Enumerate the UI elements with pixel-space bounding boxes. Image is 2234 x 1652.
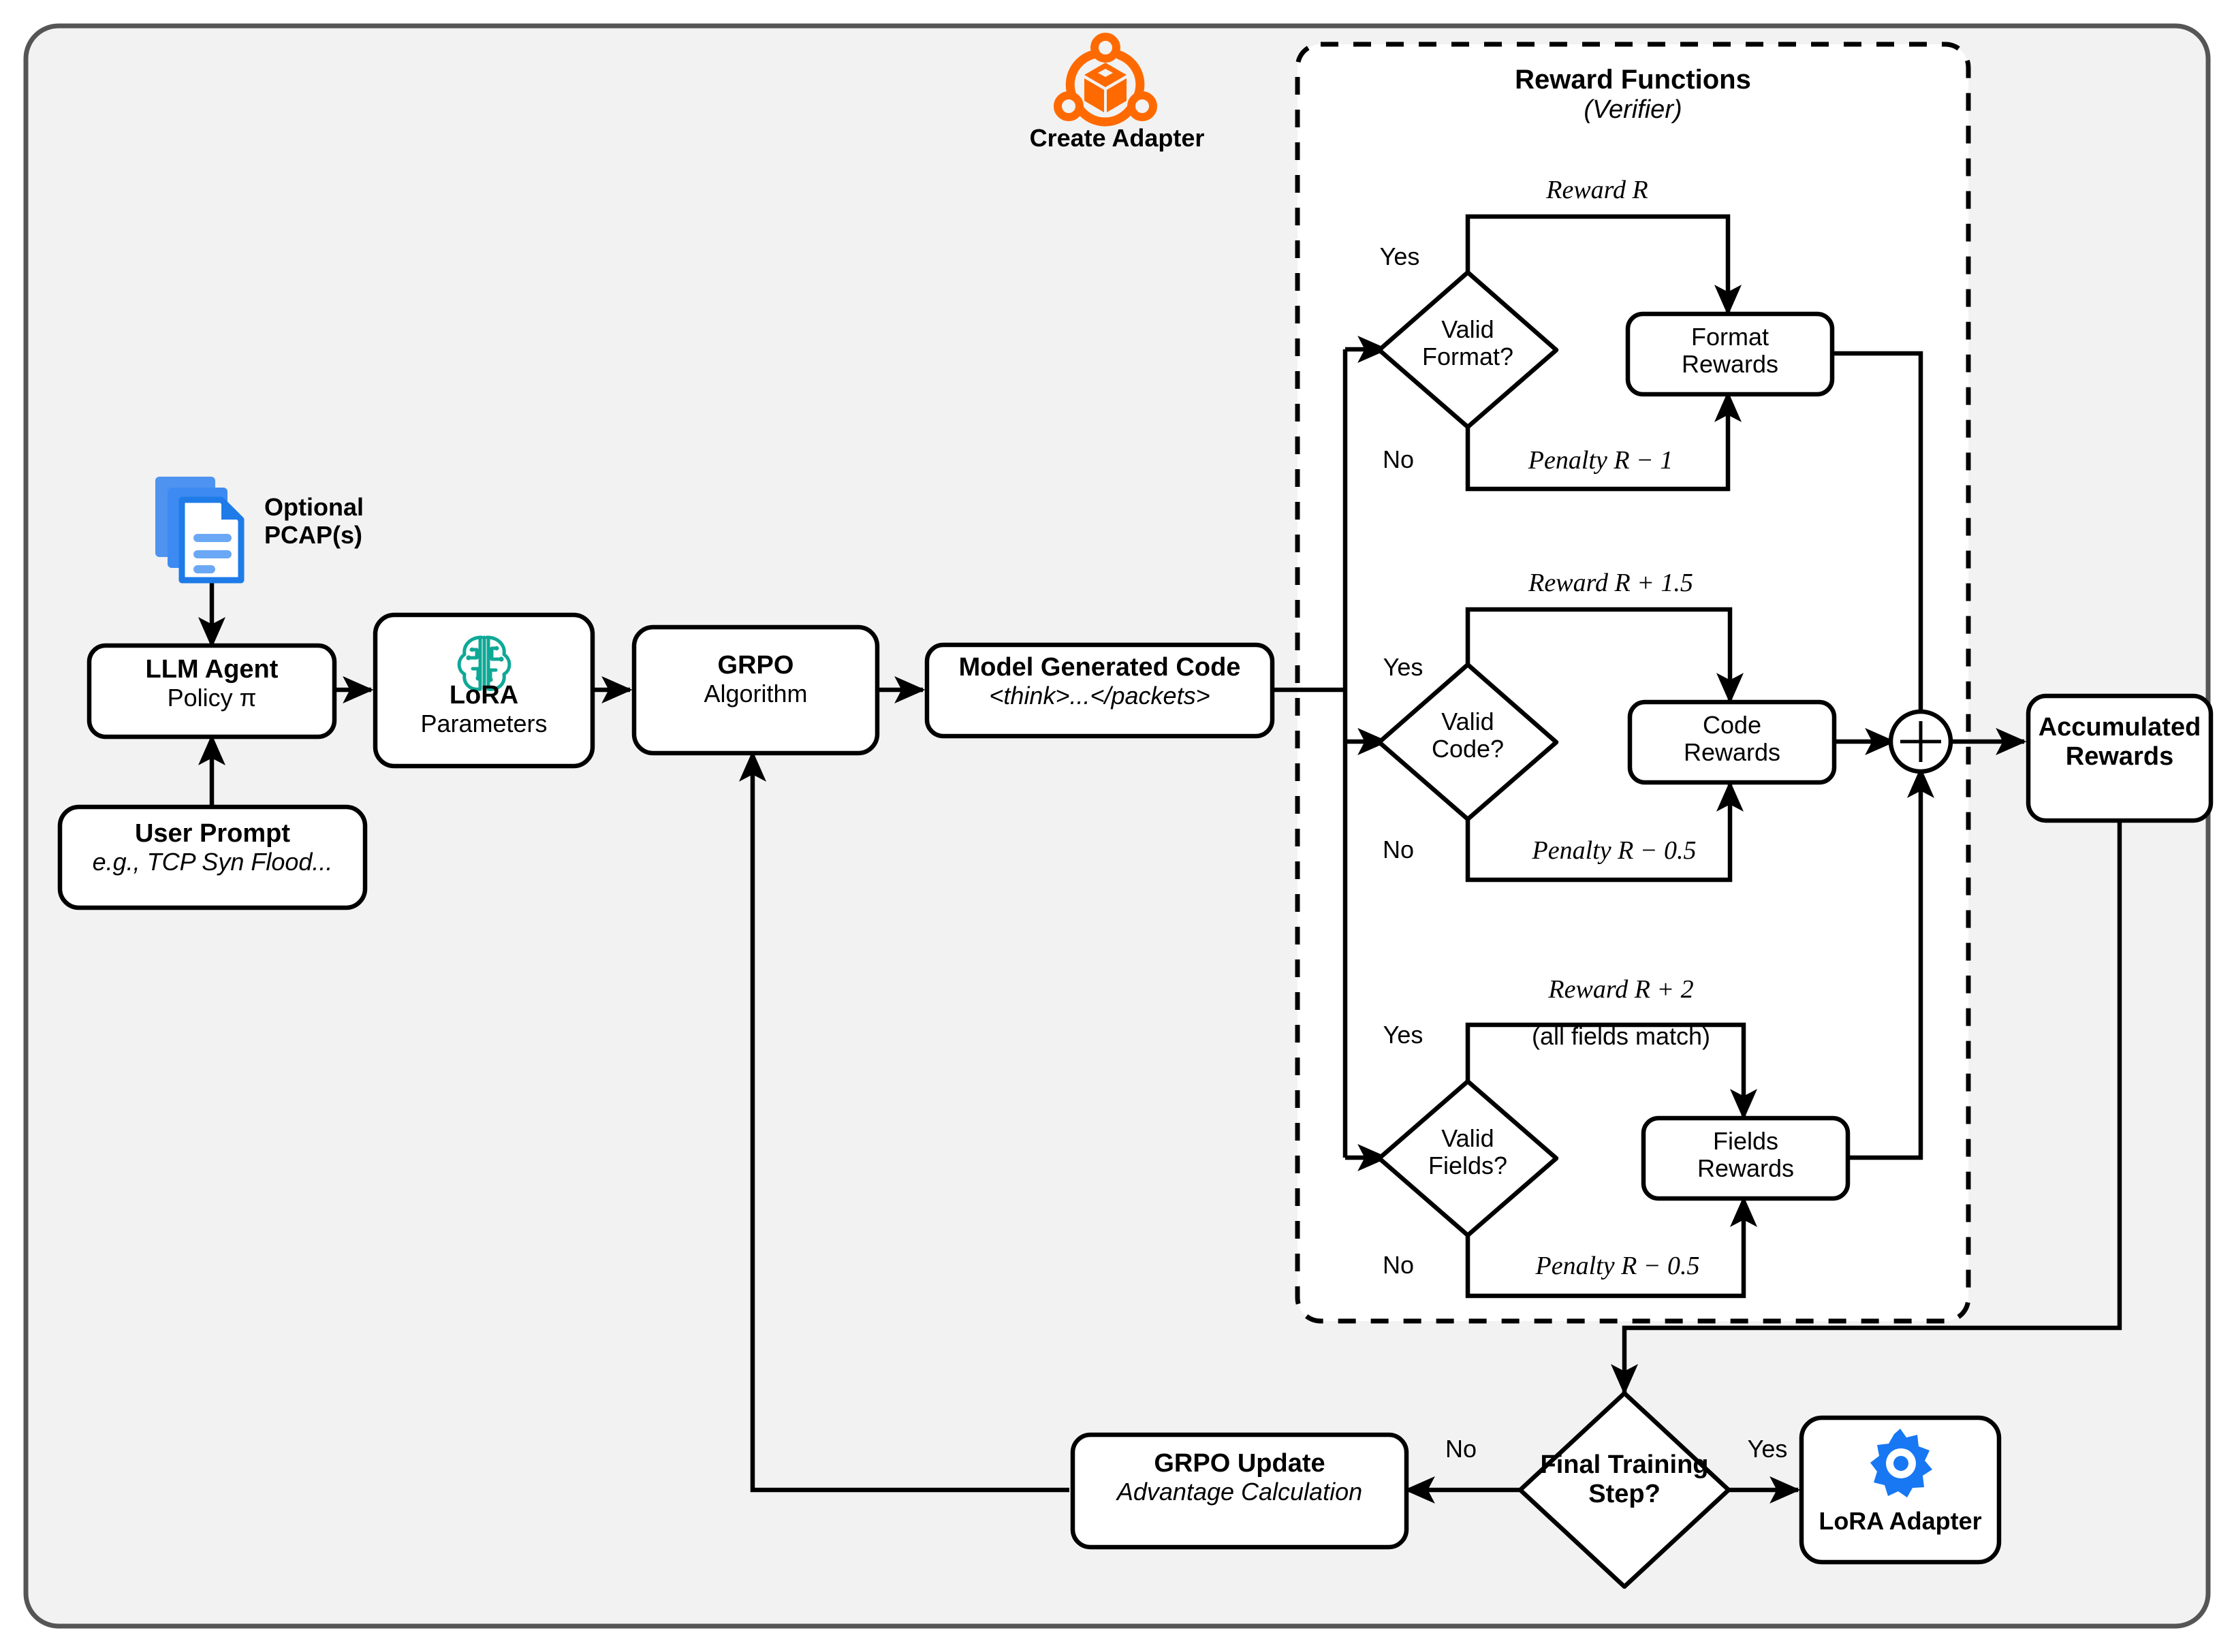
branch-format-yes-label: Yes [1379, 242, 1420, 270]
valid-code-diamond [1376, 662, 1559, 822]
model-code-box [924, 642, 1275, 739]
branch-fields-no-label: No [1382, 1251, 1415, 1279]
grpo-update-title: GRPO Update [1154, 1449, 1325, 1478]
branch-fields-yes-reward: Reward R + 2 [1548, 975, 1694, 1004]
branch-code-yes-reward: Reward R + 1.5 [1528, 569, 1693, 597]
final-step-no-label: No [1445, 1435, 1477, 1463]
grpo-algorithm-title: GRPO [717, 651, 794, 680]
llm-agent-node[interactable]: LLM Agent Policy π [89, 655, 334, 712]
llm-agent-title: LLM Agent [145, 655, 279, 684]
valid-code-line2: Code? [1431, 735, 1505, 763]
branch-fields-note: (all fields match) [1531, 1022, 1711, 1050]
model-generated-code-node[interactable]: Model Generated Code <think>...</packets… [927, 653, 1272, 710]
valid-code-line1: Valid [1441, 708, 1494, 735]
final-training-step-line1: Final Training [1540, 1450, 1709, 1479]
grpo-algorithm-node[interactable]: GRPO Algorithm [634, 651, 877, 708]
edge-fields-rewards-to-sum [1846, 767, 1935, 1160]
code-rewards-line2: Rewards [1683, 738, 1781, 767]
branch-format-no-penalty: Penalty R − 1 [1528, 446, 1673, 475]
lora-parameters-node[interactable]: LoRA Parameters [375, 681, 593, 737]
valid-format-line1: Valid [1441, 315, 1494, 343]
model-generated-code-subtitle: <think>...</packets> [989, 681, 1210, 710]
documents-stack-icon [155, 477, 245, 584]
format-rewards-box [1625, 311, 1835, 397]
format-rewards-line2: Rewards [1681, 350, 1779, 379]
lora-adapter-label: LoRA Adapter [1819, 1507, 1982, 1535]
model-generated-code-title: Model Generated Code [958, 653, 1241, 682]
pcap-label-line2: PCAP(s) [264, 521, 363, 550]
user-prompt-title: User Prompt [134, 819, 291, 848]
valid-format-diamond [1376, 270, 1559, 430]
edge-fields-no [1465, 1196, 1758, 1299]
fields-rewards-line2: Rewards [1697, 1154, 1795, 1183]
final-training-step-line2: Step? [1588, 1479, 1661, 1508]
reward-functions-title: Reward Functions [1515, 65, 1751, 95]
edge-format-no [1465, 391, 1742, 492]
edge-accumulated-to-final [1610, 821, 2122, 1395]
fields-rewards-box [1641, 1115, 1851, 1201]
cube-network-icon [1054, 33, 1157, 127]
branch-code-no-label: No [1382, 836, 1415, 863]
valid-format-line2: Format? [1421, 343, 1514, 371]
valid-fields-decision[interactable]: Valid Fields? [1379, 1124, 1556, 1180]
llm-agent-subtitle: Policy π [167, 683, 257, 712]
valid-format-decision[interactable]: Valid Format? [1379, 315, 1556, 371]
format-rewards-node[interactable]: Format Rewards [1628, 323, 1832, 379]
fields-rewards-node[interactable]: Fields Rewards [1643, 1127, 1848, 1183]
llm-agent-box [86, 643, 337, 740]
branch-fields-no-penalty: Penalty R − 0.5 [1535, 1252, 1700, 1280]
branch-code-no-penalty: Penalty R − 0.5 [1532, 836, 1697, 865]
reward-functions-header: Reward Functions (Verifier) [1325, 65, 1941, 124]
code-rewards-node[interactable]: Code Rewards [1630, 711, 1834, 767]
format-rewards-line1: Format [1690, 323, 1769, 351]
valid-fields-line2: Fields? [1428, 1151, 1508, 1180]
user-prompt-box [57, 804, 368, 910]
branch-format-no-label: No [1382, 445, 1415, 473]
create-adapter-label: Create Adapter [1029, 124, 1205, 152]
branch-fields-yes-label: Yes [1383, 1021, 1423, 1049]
pcap-label-line1: Optional [264, 493, 364, 521]
grpo-update-box [1070, 1432, 1409, 1550]
lora-parameters-subtitle: Parameters [420, 709, 548, 737]
user-prompt-subtitle: e.g., TCP Syn Flood... [92, 847, 333, 876]
final-training-step-diamond [1517, 1391, 1731, 1589]
reward-functions-subtitle: (Verifier) [1584, 95, 1682, 124]
valid-code-decision[interactable]: Valid Code? [1379, 708, 1556, 763]
grpo-update-node[interactable]: GRPO Update Advantage Calculation [1073, 1449, 1406, 1506]
edge-code-yes [1465, 607, 1744, 704]
edge-update-feedback [738, 750, 1069, 1493]
accumulated-rewards-line1: Accumulated [2038, 713, 2201, 742]
branch-format-yes-reward: Reward R [1546, 176, 1648, 204]
pcap-label: Optional PCAP(s) [264, 493, 441, 550]
user-prompt-node[interactable]: User Prompt e.g., TCP Syn Flood... [60, 819, 365, 876]
grpo-update-subtitle: Advantage Calculation [1116, 1477, 1363, 1506]
code-rewards-line1: Code [1702, 711, 1762, 739]
edge-format-rewards-to-sum [1832, 351, 1935, 744]
circuit-brain-icon [457, 635, 512, 691]
code-rewards-box [1627, 699, 1837, 785]
grpo-algorithm-subtitle: Algorithm [704, 679, 808, 708]
grpo-box [631, 624, 880, 756]
lora-parameters-title: LoRA [449, 681, 519, 710]
valid-fields-diamond [1376, 1079, 1559, 1238]
edge-code-no [1465, 780, 1744, 883]
accumulated-rewards-node[interactable]: Accumulated Rewards [2028, 713, 2211, 771]
final-training-step-decision[interactable]: Final Training Step? [1520, 1450, 1729, 1508]
sum-plus-glyph [1900, 721, 1941, 762]
fields-rewards-line1: Fields [1712, 1127, 1779, 1155]
gear-icon [1870, 1429, 1932, 1497]
accumulated-rewards-line2: Rewards [2065, 742, 2174, 771]
branch-code-yes-label: Yes [1383, 653, 1423, 681]
final-step-yes-label: Yes [1747, 1435, 1788, 1463]
edge-fields-yes [1465, 1022, 1758, 1120]
valid-fields-line1: Valid [1441, 1124, 1494, 1152]
edge-format-yes [1465, 214, 1742, 316]
accumulated-rewards-box [2026, 693, 2214, 823]
